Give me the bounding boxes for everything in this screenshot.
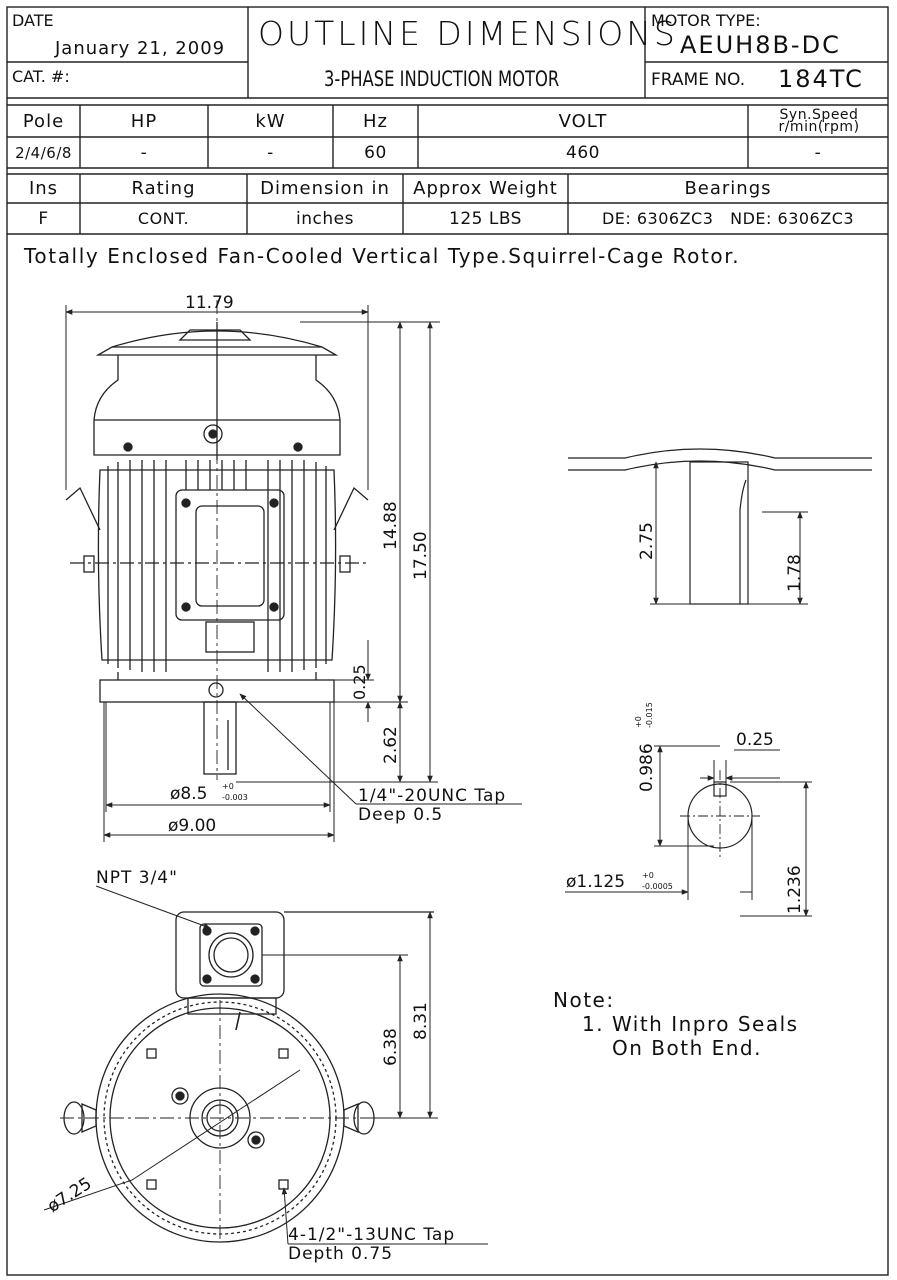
td-ins: F [38, 208, 49, 229]
th-weight: Approx Weight [413, 178, 558, 199]
th-volt: VOLT [558, 110, 608, 132]
dim-key-width: 0.25 [736, 730, 774, 750]
frame-label: FRAME NO. [651, 70, 746, 90]
dim-total-height: 17.50 [411, 531, 431, 580]
drawing-subtitle: 3-PHASE INDUCTION MOTOR [324, 67, 560, 91]
end-view [43, 885, 488, 1245]
td-weight: 125 LBS [449, 208, 522, 229]
dim-shaft-length: 2.62 [381, 726, 401, 764]
front-view [65, 300, 370, 780]
description: Totally Enclosed Fan-Cooled Vertical Typ… [24, 244, 741, 268]
dim-shaft-tol-plus: +0 [642, 871, 654, 880]
th-hz: Hz [363, 110, 388, 132]
td-pole: 2/4/6/8 [15, 143, 72, 162]
cat-label: CAT. #: [12, 67, 70, 86]
dim-body-height: 14.88 [381, 501, 401, 550]
mount-note-1: 4-1/2"-13UNC Tap [288, 1225, 456, 1245]
td-hp: - [140, 142, 148, 163]
dim-box-height-2: 8.31 [411, 1002, 431, 1040]
dim-box-height-1: 6.38 [381, 1028, 401, 1066]
dim-shaft-dia: ø1.125 [566, 872, 626, 892]
dim-shaft-height: 1.236 [785, 865, 805, 914]
th-ins: Ins [28, 178, 59, 199]
th-dimension: Dimension in [260, 178, 390, 199]
td-volt: 460 [566, 142, 600, 163]
th-hp: HP [130, 110, 158, 132]
note-line-2: On Both End. [612, 1036, 762, 1060]
key-detail [568, 448, 872, 605]
dim-keyway-length: 2.75 [637, 522, 657, 560]
th-kw: kW [255, 110, 286, 132]
tap-note-2: Deep 0.5 [358, 805, 444, 825]
note-label: Note: [553, 988, 615, 1012]
npt-label: NPT 3/4" [96, 868, 178, 888]
dim-key-depth: 0.986 [637, 743, 657, 792]
note-line-1: 1. With Inpro Seals [582, 1012, 799, 1036]
mount-note-2: Depth 0.75 [288, 1244, 394, 1264]
th-bearings: Bearings [684, 178, 772, 199]
dim-key-depth-tol-minus: -0.015 [645, 702, 654, 728]
dim-key-length: 1.78 [785, 554, 805, 592]
shaft-section [565, 745, 812, 917]
drawing-title: OUTLINE DIMENSIONS [258, 14, 678, 53]
motor-type-label: MOTOR TYPE: [651, 11, 761, 30]
td-syn-speed: - [814, 142, 822, 163]
td-dimension: inches [296, 208, 354, 229]
th-pole: Pole [22, 110, 65, 132]
dim-key-depth-tol-plus: +0 [634, 716, 643, 728]
td-hz: 60 [364, 142, 387, 163]
th-syn-speed: Syn.Speed r/min(rpm) [778, 107, 860, 135]
front-dims [65, 305, 522, 842]
dim-pilot-dia: ø8.5 [170, 784, 208, 804]
date-value: January 21, 2009 [55, 38, 226, 59]
dim-flange-thickness: 0.25 [350, 664, 369, 700]
td-rating: CONT. [137, 209, 190, 228]
dim-pilot-tol-plus: +0 [222, 782, 234, 791]
th-rating: Rating [131, 178, 196, 199]
td-kw: - [267, 142, 274, 163]
dim-flange-dia: ø9.00 [168, 816, 217, 836]
td-bearings: DE: 6306ZC3 NDE: 6306ZC3 [601, 209, 855, 228]
dim-shaft-tol-minus: -0.0005 [642, 882, 673, 891]
dim-width: 11.79 [185, 293, 234, 313]
frame-value: 184TC [778, 65, 864, 93]
tap-note-1: 1/4"-20UNC Tap [358, 786, 507, 806]
dim-pilot-tol-minus: -0.003 [222, 793, 248, 802]
date-label: DATE [12, 11, 54, 30]
motor-type-value: AEUH8B-DC [680, 31, 841, 59]
